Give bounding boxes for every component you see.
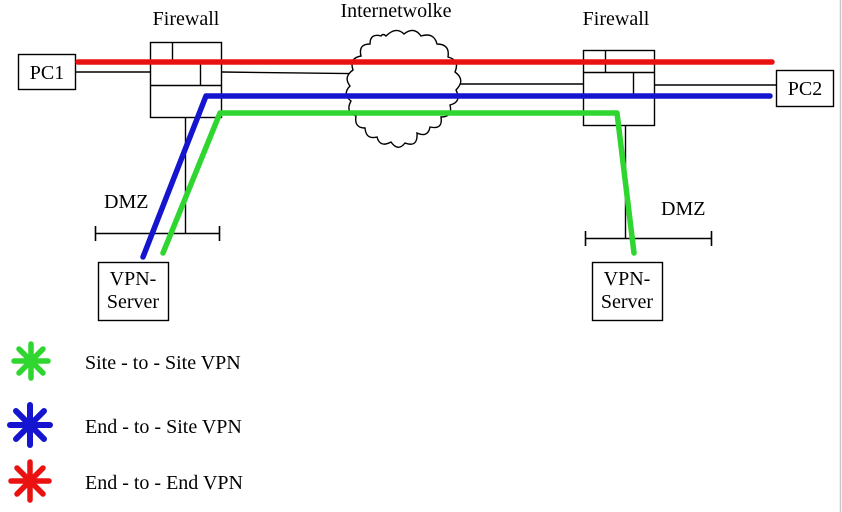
asterisk-icon — [7, 402, 53, 448]
dmz-left-bus — [94, 226, 221, 241]
vpn-server-left-node — [97, 261, 170, 322]
firewall-right-label: Firewall — [583, 8, 650, 30]
internet-cloud — [345, 29, 462, 148]
vpn-server-left-label-line1: VPN- — [110, 268, 157, 290]
dmz-right-label: DMZ — [661, 198, 705, 220]
vpn-server-right-label-line1: VPN- — [604, 268, 651, 290]
legend-label-end-to-site: End - to - Site VPN — [85, 416, 242, 438]
dmz-right-bus — [584, 231, 713, 246]
pc2-node — [775, 69, 835, 108]
internet-cloud-label: Internetwolke — [340, 0, 451, 22]
firewall-left-label: Firewall — [153, 8, 220, 30]
vpn-server-right-node — [591, 261, 664, 322]
legend-item-end-to-site: End - to - Site VPN — [7, 402, 242, 448]
legend-label-end-to-end: End - to - End VPN — [85, 472, 243, 494]
dmz-left-label: DMZ — [104, 191, 148, 213]
vpn-server-left-label-line2: Server — [107, 291, 160, 313]
end-to-site-vpn-line — [140, 93, 773, 260]
site-to-site-vpn-line — [160, 110, 637, 256]
pc1-label: PC1 — [30, 62, 64, 84]
pc1-node — [17, 53, 77, 91]
pc2-label: PC2 — [788, 78, 822, 100]
legend-label-site-to-site: Site - to - Site VPN — [85, 352, 241, 374]
asterisk-icon — [8, 459, 52, 503]
firewall-left-node — [149, 41, 223, 119]
asterisk-icon — [11, 341, 51, 381]
legend: Site - to - Site VPN End - to - Site VPN… — [7, 341, 243, 503]
vpn-server-right-label-line2: Server — [601, 291, 654, 313]
legend-item-site-to-site: Site - to - Site VPN — [11, 341, 241, 381]
legend-item-end-to-end: End - to - End VPN — [8, 459, 243, 503]
